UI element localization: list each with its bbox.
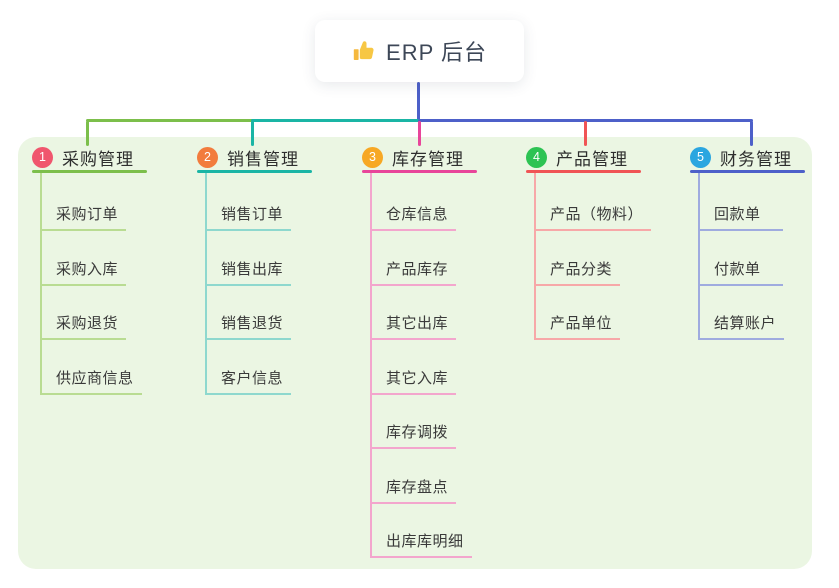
branch-spine-line — [534, 173, 536, 340]
child-node[interactable]: 结算账户 — [698, 310, 785, 340]
child-node[interactable]: 仓库信息 — [370, 201, 457, 231]
child-node[interactable]: 采购退货 — [40, 310, 127, 340]
child-node[interactable]: 库存盘点 — [370, 474, 457, 504]
child-node[interactable]: 采购订单 — [40, 201, 127, 231]
child-node[interactable]: 出库库明细 — [370, 528, 472, 558]
child-node[interactable]: 产品分类 — [534, 256, 621, 286]
branch-node-1[interactable]: 1 采购管理 — [32, 144, 147, 170]
branch-node-3[interactable]: 3 库存管理 — [362, 144, 477, 170]
branch-drop-line — [251, 121, 254, 146]
child-node[interactable]: 回款单 — [698, 201, 783, 231]
thumbs-up-icon — [352, 39, 376, 63]
branch-1: 1 采购管理采购订单采购入库采购退货供应商信息 — [32, 144, 147, 395]
branch-number-badge: 2 — [197, 146, 218, 168]
branch-label: 采购管理 — [62, 149, 134, 169]
branch-4: 4 产品管理产品（物料） 产品分类产品单位 — [526, 144, 652, 340]
branch-underline — [362, 170, 477, 173]
root-connector-line — [417, 82, 420, 122]
branch-drop-line — [750, 121, 753, 146]
branch-drop-line — [86, 121, 89, 146]
root-node[interactable]: ERP 后台 — [315, 20, 524, 82]
branch-label: 库存管理 — [392, 149, 464, 169]
bus-segment — [418, 119, 753, 122]
bus-segment — [251, 119, 421, 122]
branch-number-badge: 5 — [690, 146, 711, 168]
child-node[interactable]: 产品单位 — [534, 310, 621, 340]
branch-underline — [197, 170, 312, 173]
branch-underline — [32, 170, 147, 173]
child-node[interactable]: 产品库存 — [370, 256, 457, 286]
branch-drop-line — [418, 121, 421, 146]
branch-underline — [526, 170, 641, 173]
child-node[interactable]: 付款单 — [698, 256, 783, 286]
branch-underline — [690, 170, 805, 173]
branch-node-4[interactable]: 4 产品管理 — [526, 144, 641, 170]
bus-segment — [86, 119, 254, 122]
child-node[interactable]: 供应商信息 — [40, 365, 142, 395]
branch-number-badge: 4 — [526, 146, 547, 168]
branch-spine-line — [698, 173, 700, 340]
branches-panel — [18, 137, 812, 569]
branch-node-2[interactable]: 2 销售管理 — [197, 144, 312, 170]
child-node[interactable]: 销售退货 — [205, 310, 292, 340]
branch-label: 产品管理 — [556, 149, 628, 169]
root-node-label: ERP 后台 — [386, 40, 487, 65]
branch-spine-line — [370, 173, 372, 558]
child-node[interactable]: 其它出库 — [370, 310, 457, 340]
branch-node-5[interactable]: 5 财务管理 — [690, 144, 805, 170]
branch-drop-line — [584, 121, 587, 146]
child-node[interactable]: 库存调拨 — [370, 419, 457, 449]
branch-number-badge: 3 — [362, 146, 383, 168]
branch-2: 2 销售管理销售订单销售出库销售退货客户信息 — [197, 144, 312, 395]
branch-label: 销售管理 — [227, 149, 299, 169]
child-node[interactable]: 产品（物料） — [534, 201, 652, 231]
child-node[interactable]: 销售出库 — [205, 256, 292, 286]
child-node[interactable]: 销售订单 — [205, 201, 292, 231]
branch-3: 3 库存管理仓库信息产品库存其它出库其它入库库存调拨库存盘点出库库明细 — [362, 144, 477, 558]
branch-5: 5 财务管理回款单付款单结算账户 — [690, 144, 805, 340]
branch-number-badge: 1 — [32, 146, 53, 168]
child-node[interactable]: 其它入库 — [370, 365, 457, 395]
child-node[interactable]: 客户信息 — [205, 365, 292, 395]
child-node[interactable]: 采购入库 — [40, 256, 127, 286]
branch-label: 财务管理 — [720, 149, 792, 169]
